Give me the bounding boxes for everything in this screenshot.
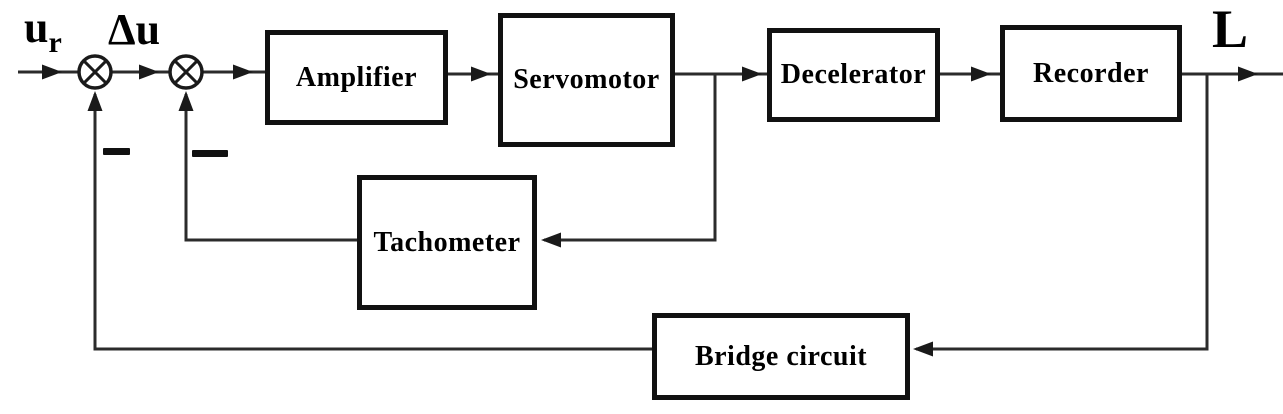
arrowhead-into-junction1 <box>87 91 103 111</box>
wire-takeoff-to-tachometer <box>544 74 717 242</box>
minus-sign-junction2 <box>192 150 228 157</box>
arrowhead-into-decelerator <box>742 66 762 82</box>
arrowhead-into-tachometer <box>541 232 561 248</box>
block-label: Bridge circuit <box>694 340 868 372</box>
block-label: Recorder <box>1033 57 1149 89</box>
block-amplifier: Amplifier <box>265 30 448 125</box>
wire-output-takeoff-to-bridge <box>916 74 1209 351</box>
arrowhead-into-servomotor <box>471 66 491 82</box>
input-signal-subscript: r <box>48 25 62 59</box>
block-label: Decelerator <box>780 59 927 90</box>
summing-junction-cross <box>173 59 199 85</box>
block-servomotor: Servomotor <box>498 13 675 147</box>
block-label: Amplifier <box>295 61 418 93</box>
arrowhead-input <box>42 64 62 80</box>
summing-junction-2 <box>168 54 204 90</box>
minus-sign-junction1 <box>103 148 130 155</box>
summing-junction-cross <box>82 59 108 85</box>
arrowhead-into-recorder <box>971 66 991 82</box>
wire-tachometer-to-junction2 <box>184 94 357 242</box>
wire-bridge-to-junction1 <box>93 94 652 351</box>
output-signal-label: L <box>1212 0 1249 59</box>
arrowhead-output <box>1238 66 1258 82</box>
input-signal-label: ur <box>24 3 62 58</box>
error-signal-label: Δu <box>108 5 161 54</box>
block-recorder: Recorder <box>1000 25 1182 122</box>
input-signal-base: u <box>24 3 49 52</box>
block-label: Tachometer <box>373 226 521 258</box>
arrowhead-into-amplifier <box>233 64 253 80</box>
block-label: Servomotor <box>513 64 660 95</box>
summing-junction-1 <box>77 54 113 90</box>
block-tachometer: Tachometer <box>357 175 537 310</box>
block-decelerator: Decelerator <box>767 28 940 122</box>
arrowhead-junction1-junction2 <box>139 64 159 80</box>
arrowhead-into-junction2 <box>178 91 194 111</box>
block-bridge-circuit: Bridge circuit <box>652 313 910 400</box>
arrowhead-into-bridge <box>913 341 933 357</box>
